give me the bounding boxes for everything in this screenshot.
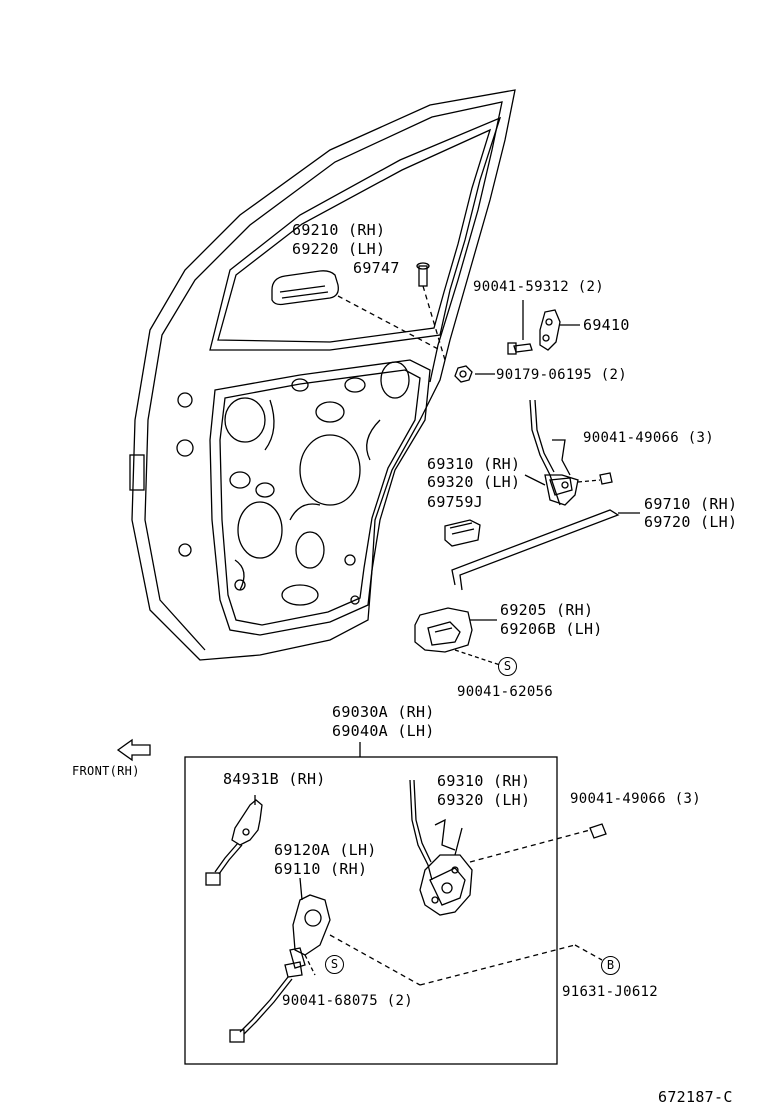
label-69320-top: 69320 (LH) xyxy=(427,473,521,491)
label-91631-J0612: 91631-J0612 xyxy=(562,984,659,1000)
label-69310-top: 69310 (RH) xyxy=(427,455,521,473)
label-69110: 69110 (RH) xyxy=(274,860,368,878)
lock-motor-69120A xyxy=(229,877,603,1043)
latch-assy-top xyxy=(524,399,613,506)
label-90041-49066-top: 90041-49066 (3) xyxy=(583,430,714,446)
label-69210: 69210 (RH) xyxy=(292,221,386,239)
switch-84931B xyxy=(205,795,263,886)
label-90041-59312: 90041-59312 (2) xyxy=(473,279,604,295)
label-84931B: 84931B (RH) xyxy=(223,770,326,788)
marker-s-top: S xyxy=(498,657,517,676)
marker-s-detail: S xyxy=(325,955,344,974)
clip-69759J xyxy=(444,519,481,547)
label-69030A: 69030A (RH) xyxy=(332,703,435,721)
outside-handle-69210 xyxy=(271,270,441,351)
pin-69747 xyxy=(416,262,446,361)
label-69040A: 69040A (LH) xyxy=(332,722,435,740)
label-69320-detail: 69320 (LH) xyxy=(437,791,531,809)
label-69120A: 69120A (LH) xyxy=(274,841,377,859)
label-90041-62056: 90041-62056 xyxy=(457,684,554,700)
label-69720: 69720 (LH) xyxy=(644,513,738,531)
figure-code: 672187-C xyxy=(658,1088,733,1106)
bracket-69410 xyxy=(507,300,580,355)
door-panel xyxy=(129,89,516,661)
label-90179-06195: 90179-06195 (2) xyxy=(496,367,627,383)
label-69205: 69205 (RH) xyxy=(500,601,594,619)
front-arrow xyxy=(116,738,151,762)
label-69310-detail: 69310 (RH) xyxy=(437,772,531,790)
inside-handle-69205 xyxy=(414,607,501,666)
latch-assy-detail xyxy=(409,779,607,916)
label-69710: 69710 (RH) xyxy=(644,495,738,513)
label-90041-68075: 90041-68075 (2) xyxy=(282,993,413,1009)
label-69206B: 69206B (LH) xyxy=(500,620,603,638)
label-69220: 69220 (LH) xyxy=(292,240,386,258)
label-90041-49066-detail: 90041-49066 (3) xyxy=(570,791,701,807)
label-69747: 69747 xyxy=(353,259,400,277)
label-69410: 69410 xyxy=(583,316,630,334)
detail-box xyxy=(184,756,558,1065)
label-69759J: 69759J xyxy=(427,493,483,511)
marker-b: B xyxy=(601,956,620,975)
label-front: FRONT(RH) xyxy=(72,764,140,778)
nut-90179 xyxy=(454,365,495,383)
control-rod-69710 xyxy=(451,509,640,591)
